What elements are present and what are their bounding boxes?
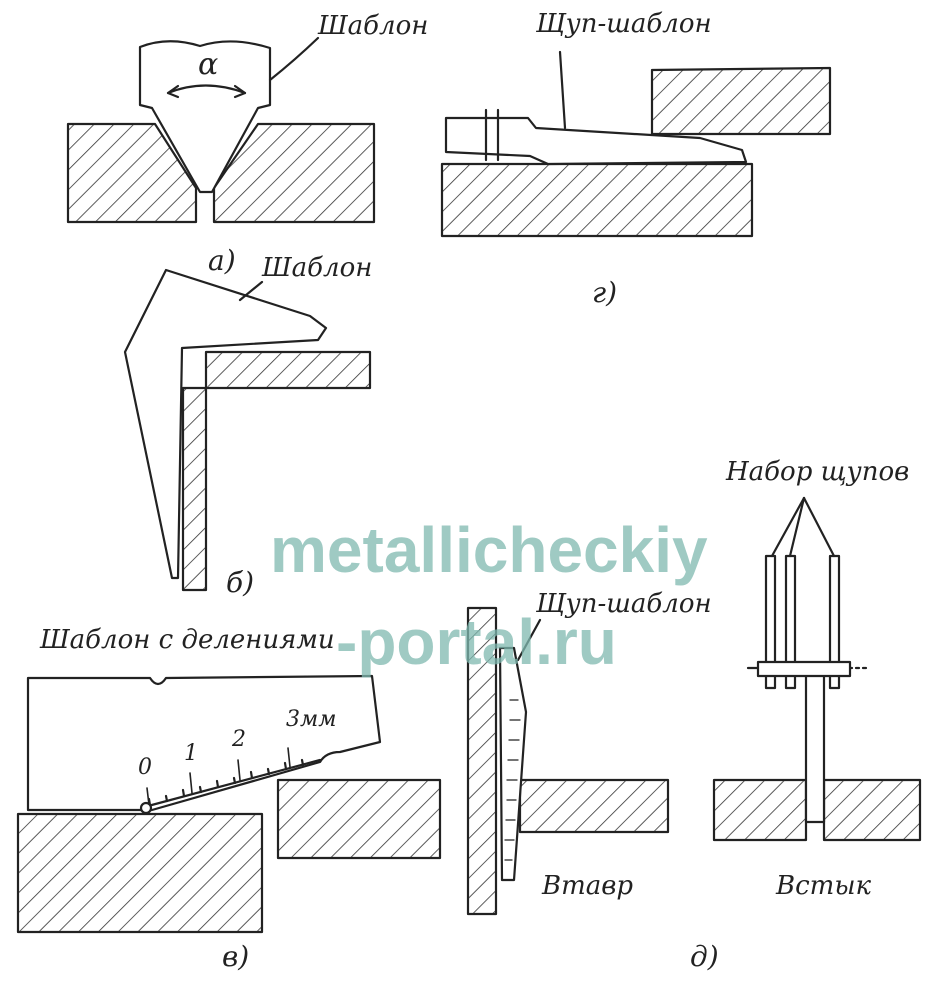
template-label-b: Шаблон [261,253,372,283]
part-label-b: б) [226,566,254,599]
plate-left-d-butt [712,778,808,842]
template-label-a: Шаблон [317,11,428,41]
scale-3-v: 3мм [286,707,336,732]
template-label-g: Щуп-шаблон [535,9,712,39]
leader-b [238,280,264,302]
angle-arc-a [166,84,247,95]
probe-template-g [444,116,748,166]
scale-0-v: 0 [138,755,152,780]
plate-top-g [650,66,832,136]
probe-notch-g [484,108,500,162]
scale-1-v: 1 [184,741,198,766]
part-label-d: д) [690,940,719,973]
feeler-blade-2-d [784,554,797,690]
panel-g [440,50,832,238]
probe-label-d: Щуп-шаблон [535,589,712,619]
scale-ticks-v [147,758,305,807]
watermark-line-2: -portal.ru [336,606,617,678]
angle-arrow-left-a [166,84,180,99]
feeler-hub-d [756,660,852,678]
panel-b [123,268,372,592]
tee-label-d: Втавр [541,871,633,901]
butt-label-d: Встык [775,871,871,901]
watermark: metallicheckiy -portal.ru [270,514,708,678]
probe-wedge-d [498,646,528,882]
plate-right-a [212,122,376,224]
plate-horizontal-d [518,778,670,834]
plate-horizontal-b [204,350,372,390]
probe-wedge-ticks-d [504,699,521,861]
plate-vertical-d [466,606,498,916]
leader-d-probe [516,618,542,662]
plate-left-v [16,812,264,934]
plate-vertical-b [181,386,208,592]
panel-d-tee [466,606,670,916]
leader-d-set-1 [770,496,806,558]
set-label-d: Набор щупов [725,457,909,487]
feeler-blade-3-d [828,554,841,690]
leader-a [268,36,320,82]
part-label-g: г) [592,276,617,309]
leader-d-set-2 [788,496,806,558]
angle-arrow-right-a [233,84,247,99]
panel-d-butt [712,496,922,842]
angle-symbol-a: α [198,47,218,82]
part-label-a: а) [208,244,236,277]
panel-a [66,36,376,224]
feeler-central-d [804,666,826,824]
zero-point-v [139,801,153,815]
scale-major-ticks-v [146,747,291,806]
plate-bottom-g [440,162,754,238]
plate-left-a [66,122,198,224]
groove-template-a [138,40,272,194]
watermark-line-1: metallicheckiy [270,514,708,586]
panel-v [16,674,442,934]
leader-d-set-3 [802,496,836,558]
plate-right-v [276,778,442,860]
plate-right-d-butt [822,778,922,842]
template-label-v: Шаблон с делениями [39,625,335,655]
scale-2-v: 2 [231,727,246,752]
part-label-v: в) [222,940,249,973]
corner-template-b [123,268,328,580]
graduated-template-v [26,674,382,812]
leader-g [558,50,567,130]
